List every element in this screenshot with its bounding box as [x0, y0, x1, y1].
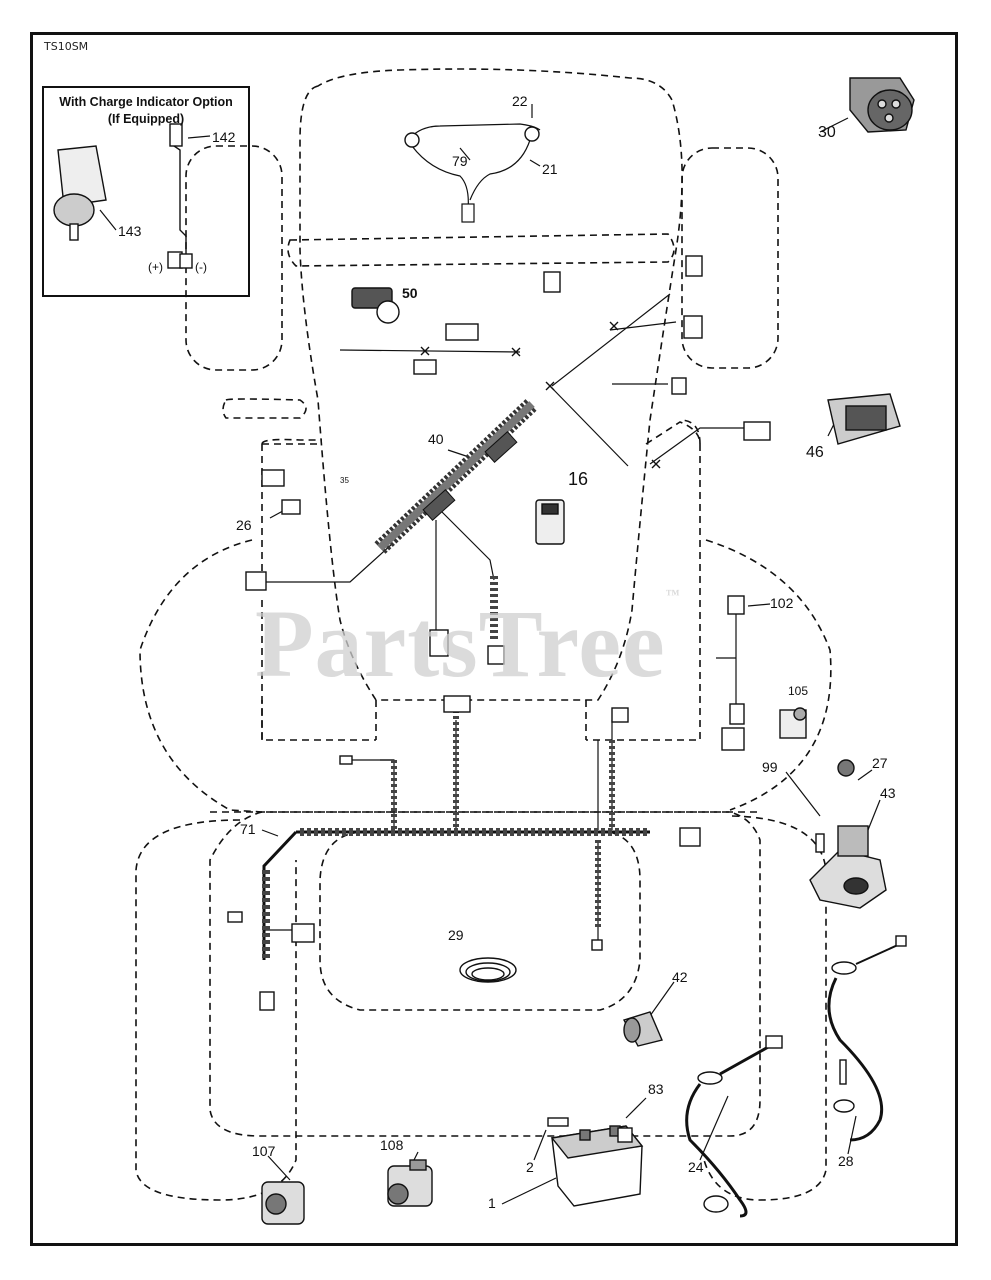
callout-42: 42 — [672, 969, 688, 985]
callout-24: 24 — [688, 1159, 704, 1175]
main-harness-40 — [374, 398, 538, 554]
rear-body-outline — [209, 811, 761, 1137]
callout-105: 105 — [788, 684, 809, 698]
callout-1: 1 — [488, 1195, 496, 1211]
battery-cable-24 — [685, 1083, 748, 1218]
polarity-negative: (-) — [195, 260, 207, 274]
callout-79: 79 — [452, 153, 468, 169]
callout-35: 35 — [340, 476, 349, 485]
inset-title: With Charge Indicator Option (If Equippe… — [44, 94, 248, 128]
callout-2: 2 — [526, 1159, 534, 1175]
front-axle-outline — [287, 233, 675, 267]
diagram-frame — [30, 32, 958, 1246]
charge-indicator-143 — [53, 145, 107, 241]
callout-29: 29 — [448, 927, 464, 943]
watermark-trademark: ™ — [665, 588, 681, 603]
watermark-text: PartsTree — [255, 590, 666, 697]
harness-102-connector — [727, 595, 745, 615]
callout-26: 26 — [236, 517, 252, 533]
hood-outline — [299, 68, 683, 701]
callout-50: 50 — [402, 285, 418, 301]
callout-30: 30 — [818, 124, 836, 141]
charge-indicator-inset: With Charge Indicator Option (If Equippe… — [42, 86, 250, 297]
headlight-right — [524, 126, 540, 142]
solenoid-107 — [261, 1181, 305, 1225]
callout-102: 102 — [770, 595, 794, 611]
left-deck-outline — [139, 539, 263, 813]
diagram-code: TS10SM — [44, 40, 89, 53]
callout-46: 46 — [806, 444, 824, 461]
rear-left-wheel-outline — [135, 819, 297, 1201]
inset-title-line1: With Charge Indicator Option — [59, 95, 233, 109]
callout-71: 71 — [240, 821, 256, 837]
callout-22: 22 — [512, 93, 528, 109]
wire-coil-29 — [459, 957, 517, 983]
headlight-harness — [407, 123, 541, 211]
callout-108: 108 — [380, 1137, 404, 1153]
module-46 — [827, 393, 901, 445]
callout-83: 83 — [648, 1081, 664, 1097]
terminal-boot-42 — [622, 1011, 663, 1047]
rear-right-wheel-outline — [703, 815, 827, 1201]
switch-105 — [779, 707, 807, 739]
callout-43: 43 — [880, 785, 896, 801]
callout-107: 107 — [252, 1143, 276, 1159]
callout-99: 99 — [762, 759, 778, 775]
headlight-left — [404, 132, 420, 148]
switch-50 — [351, 287, 400, 324]
ignition-switch-30 — [849, 77, 915, 133]
callout-40: 40 — [428, 431, 444, 447]
right-deck-outline — [705, 539, 832, 811]
polarity-positive: (+) — [148, 260, 163, 274]
callout-28: 28 — [838, 1153, 854, 1169]
solenoid-108 — [387, 1159, 433, 1207]
ground-cable-28 — [827, 977, 884, 1142]
callout-16: 16 — [568, 469, 589, 489]
callout-143: 143 — [118, 223, 142, 239]
callout-142: 142 — [212, 129, 236, 145]
seat-outline — [319, 831, 641, 1011]
partstree-watermark: PartsTree™ — [255, 588, 681, 699]
fuse-26 — [281, 499, 301, 515]
callout-27: 27 — [872, 755, 888, 771]
relay-16 — [535, 499, 565, 545]
bracket-43 — [809, 759, 887, 909]
inset-title-line2: (If Equipped) — [107, 112, 185, 126]
front-right-wheel-outline — [681, 147, 779, 369]
callout-21: 21 — [542, 161, 558, 177]
